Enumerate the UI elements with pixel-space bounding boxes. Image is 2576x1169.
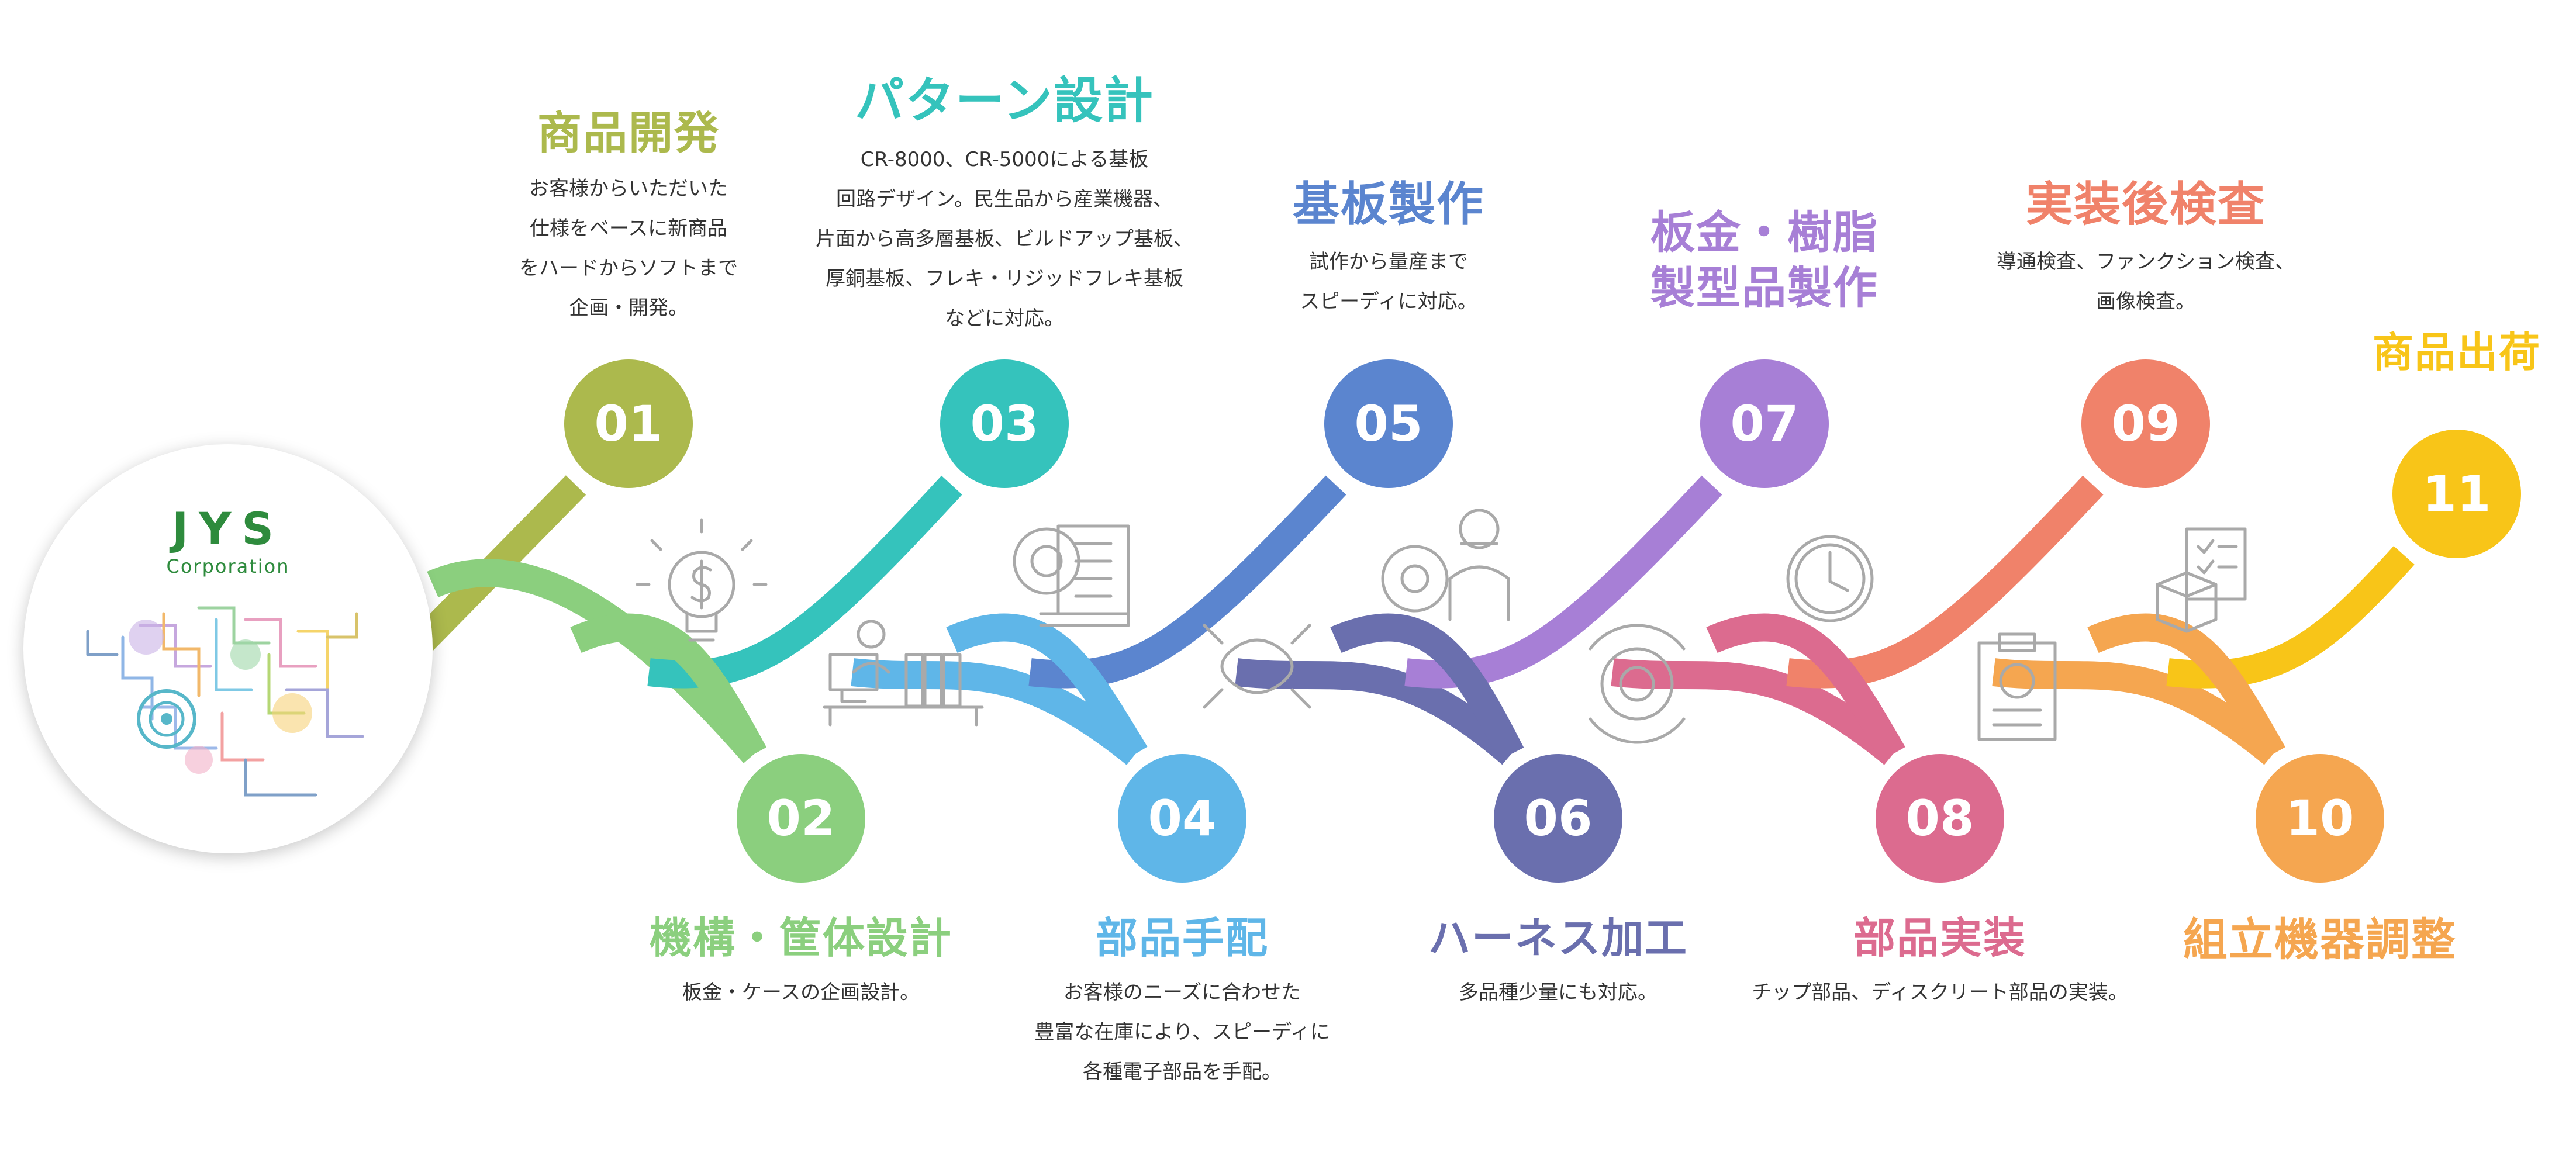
- step-number-09: 09: [2081, 359, 2210, 488]
- step-number-05: 05: [1324, 359, 1453, 488]
- step-description-line: お客様からいただいた: [529, 177, 728, 200]
- step-text-06: ハーネス加工多品種少量にも対応。: [1428, 912, 1688, 1012]
- step-description-line: 豊富な在庫により、スピーディに: [1034, 1021, 1330, 1044]
- step-title-line: 製型品製作: [1650, 262, 1879, 314]
- step-title-line: 板金・樹脂: [1650, 206, 1879, 258]
- teamwork-hands-icon: [1203, 624, 1311, 709]
- step-text-10: 組立機器調整: [2183, 912, 2457, 967]
- step-title: 板金・樹脂製型品製作: [1650, 205, 1879, 316]
- step-description-line: 回路デザイン。民生品から産業機器、: [836, 188, 1173, 211]
- step-description-line: 導通検査、ファンクション検査、: [1997, 250, 2295, 274]
- step-title-line: 組立機器調整: [2183, 914, 2457, 966]
- step-title: 基板製作: [1293, 175, 1484, 234]
- step-description: 試作から量産までスピーディに対応。: [1293, 242, 1484, 321]
- wave-segment: [851, 658, 1145, 765]
- step-number-03: 03: [940, 359, 1069, 488]
- step-text-09: 実装後検査導通検査、ファンクション検査、画像検査。: [1997, 175, 2295, 321]
- step-description-line: チップ部品、ディスクリート部品の実装。: [1752, 981, 2128, 1004]
- clipboard-icon: [1977, 632, 2057, 741]
- step-text-02: 機構・筐体設計板金・ケースの企画設計。: [650, 912, 952, 1012]
- wave-segment: [570, 613, 767, 761]
- step-description: 導通検査、ファンクション検査、画像検査。: [1997, 242, 2295, 321]
- step-text-03: パターン設計 CR-8000、CR-5000による基板回路デザイン。民生品から産業…: [816, 70, 1193, 338]
- step-description-line: 企画・開発。: [569, 296, 688, 320]
- wave-segment: [1330, 613, 1524, 761]
- step-title-line: 部品手配: [1095, 914, 1269, 963]
- step-description-line: 多品種少量にも対応。: [1458, 981, 1658, 1004]
- gear-cycle-icon: [1589, 624, 1686, 744]
- step-description-line: 各種電子部品を手配。: [1083, 1060, 1282, 1084]
- step-description-line: などに対応。: [945, 307, 1064, 330]
- step-description-line: スピーディに対応。: [1300, 290, 1477, 313]
- step-title: 実装後検査: [1997, 175, 2295, 234]
- wave-segment: [1235, 658, 1521, 765]
- step-title: 商品開発: [519, 105, 738, 161]
- idea-dollar-icon: [636, 518, 768, 642]
- step-description: 多品種少量にも対応。: [1428, 973, 1688, 1012]
- wave-segment: [2087, 613, 2285, 761]
- step-title: 商品出荷: [2373, 327, 2541, 379]
- step-description: お客様のニーズに合わせた豊富な在庫により、スピーディに各種電子部品を手配。: [1034, 973, 1330, 1092]
- engineer-desk-icon: [823, 620, 984, 727]
- wave-segment: [1992, 658, 2283, 765]
- box-checklist-icon: [2156, 527, 2247, 633]
- step-description: お客様からいただいた仕様をベースに新商品をハードからソフトまで企画・開発。: [519, 169, 738, 328]
- step-description-line: お客様のニーズに合わせた: [1063, 981, 1301, 1004]
- step-title: パターン設計: [816, 70, 1193, 132]
- step-number-10: 10: [2256, 754, 2384, 883]
- circuit-brain-icon: [86, 606, 364, 797]
- step-text-08: 部品実装チップ部品、ディスクリート部品の実装。: [1752, 912, 2128, 1012]
- step-description-line: 試作から量産まで: [1309, 250, 1468, 274]
- wave-segment: [1706, 613, 1905, 762]
- step-number-07: 07: [1700, 359, 1829, 488]
- step-title: 部品手配: [1034, 912, 1330, 964]
- wave-segment: [1611, 658, 1902, 765]
- company-logo-circle: JYS Corporation: [23, 444, 433, 853]
- step-text-11: 商品出荷: [2373, 327, 2541, 379]
- step-description-line: 板金・ケースの企画設計。: [682, 981, 920, 1004]
- step-description: CR-8000、CR-5000による基板回路デザイン。民生品から産業機器、片面か…: [816, 140, 1193, 338]
- step-description-line: をハードからソフトまで: [519, 257, 738, 280]
- step-description-line: 厚銅基板、フレキ・リジッドフレキ基板: [826, 267, 1183, 290]
- step-title-line: 部品実装: [1853, 914, 2026, 963]
- step-title: 機構・筐体設計: [650, 912, 952, 964]
- step-number-02: 02: [737, 754, 865, 883]
- step-title-line: ハーネス加工: [1428, 914, 1688, 963]
- step-title-line: 基板製作: [1293, 177, 1484, 231]
- logo-mark: JYS: [171, 503, 285, 555]
- step-title-line: 実装後検査: [2026, 177, 2266, 231]
- step-title-line: パターン設計: [855, 72, 1154, 129]
- step-number-06: 06: [1494, 754, 1622, 883]
- step-title-line: 商品出荷: [2373, 328, 2541, 376]
- step-text-05: 基板製作試作から量産までスピーディに対応。: [1293, 175, 1484, 321]
- step-description-line: 画像検査。: [2096, 290, 2195, 313]
- step-title: 部品実装: [1752, 912, 2128, 964]
- step-number-01: 01: [564, 359, 693, 488]
- clock-icon: [1786, 535, 1874, 622]
- step-text-04: 部品手配お客様のニーズに合わせた豊富な在庫により、スピーディに各種電子部品を手配…: [1034, 912, 1330, 1092]
- step-description-line: CR-8000、CR-5000による基板: [860, 148, 1149, 171]
- step-description-line: 仕様をベースに新商品: [529, 217, 728, 240]
- step-title: ハーネス加工: [1428, 912, 1688, 964]
- step-number-11: 11: [2392, 430, 2521, 558]
- wave-segment: [427, 559, 765, 763]
- step-title-line: 商品開発: [537, 107, 720, 159]
- step-text-07: 板金・樹脂製型品製作: [1650, 205, 1879, 316]
- step-description: チップ部品、ディスクリート部品の実装。: [1752, 973, 2128, 1012]
- step-title: 組立機器調整: [2183, 912, 2457, 967]
- step-description: 板金・ケースの企画設計。: [650, 973, 952, 1012]
- step-description-line: 片面から高多層基板、ビルドアップ基板、: [816, 227, 1193, 251]
- logo-subtitle: Corporation: [166, 555, 290, 577]
- step-text-01: 商品開発お客様からいただいた仕様をベースに新商品をハードからソフトまで企画・開発…: [519, 105, 738, 328]
- gear-worker-icon: [1381, 509, 1510, 621]
- step-title-line: 機構・筐体設計: [649, 914, 953, 963]
- step-number-04: 04: [1118, 754, 1246, 883]
- gear-document-icon: [1013, 524, 1130, 627]
- wave-segment: [946, 613, 1148, 762]
- step-number-08: 08: [1876, 754, 2004, 883]
